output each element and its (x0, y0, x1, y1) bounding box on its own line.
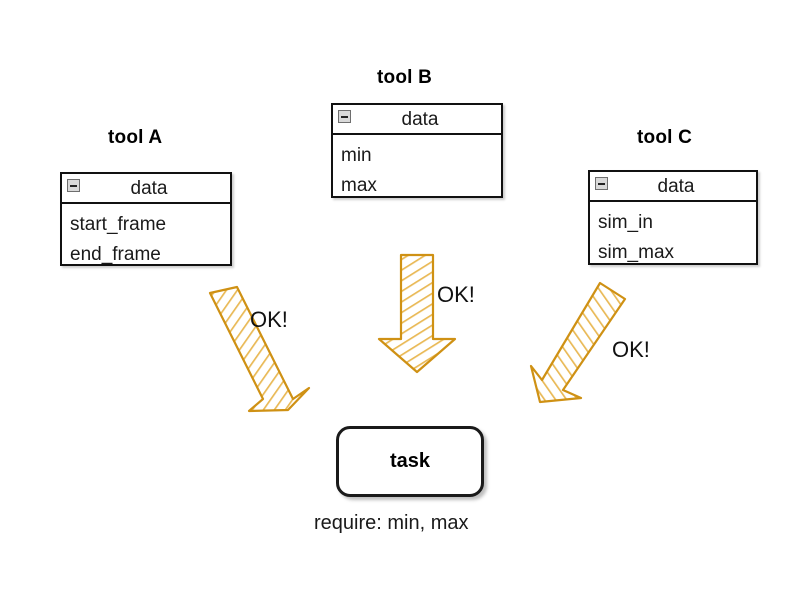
arrow-tool-b-to-task (377, 253, 457, 374)
list-item: max (341, 175, 377, 196)
task-caption: require: min, max (314, 512, 469, 534)
task-label: task (389, 450, 431, 472)
tool-a-header-label: data (130, 177, 168, 199)
tool-c-data-box[interactable]: data sim_in sim_max (588, 170, 758, 265)
arrow-label-ok-left: OK! (250, 307, 288, 332)
minus-icon[interactable] (595, 177, 608, 190)
list-item: sim_in (598, 212, 653, 233)
tool-b-header-label: data (401, 108, 439, 130)
tool-c-box-header: data (590, 172, 756, 202)
tool-a-attribute-list: start_frame end_frame (62, 204, 230, 270)
tool-b-attribute-list: min max (333, 135, 501, 201)
tool-a-data-box[interactable]: data start_frame end_frame (60, 172, 232, 266)
tool-c-attribute-list: sim_in sim_max (590, 202, 756, 268)
tool-b-title: tool B (377, 67, 433, 88)
tool-c-title: tool C (637, 127, 693, 148)
list-item: end_frame (70, 244, 161, 265)
list-item: start_frame (70, 214, 167, 235)
minus-icon[interactable] (67, 179, 80, 192)
arrow-tool-c-to-task (529, 281, 627, 404)
task-box[interactable]: task (336, 426, 484, 497)
tool-b-data-box[interactable]: data min max (331, 103, 503, 198)
arrow-tool-a-to-task (208, 285, 311, 413)
list-item: sim_max (598, 242, 675, 263)
minus-icon[interactable] (338, 110, 351, 123)
tool-a-title: tool A (108, 127, 163, 148)
arrow-label-ok-right: OK! (612, 337, 650, 362)
tool-a-box-header: data (62, 174, 230, 204)
list-item: min (341, 145, 372, 166)
tool-c-header-label: data (657, 175, 695, 197)
arrow-label-ok-middle: OK! (437, 282, 475, 307)
tool-b-box-header: data (333, 105, 501, 135)
